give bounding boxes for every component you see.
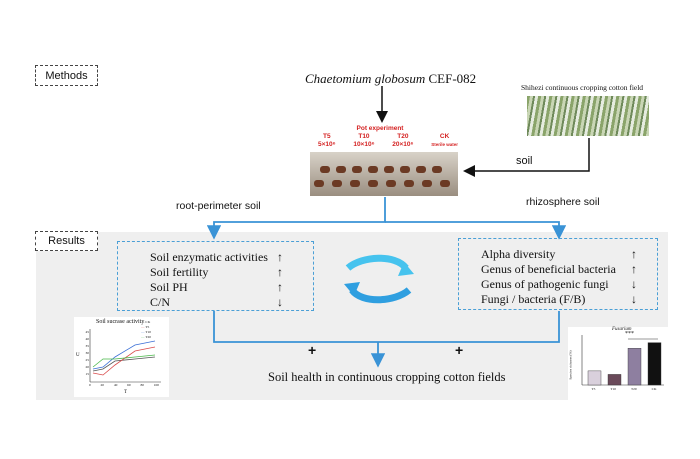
series-t10 <box>92 340 156 370</box>
right-row: Genus of pathogenic fungi↓ <box>481 277 637 291</box>
organism-title: Chaetomium globosum CEF-082 <box>305 71 476 87</box>
left-row: Soil PH↑ <box>150 280 283 294</box>
left-row: Soil fertility↑ <box>150 265 283 279</box>
organism-strain: CEF-082 <box>425 71 477 86</box>
bar-t20 <box>627 348 642 386</box>
cycle-arrow-bottom <box>349 287 412 304</box>
series-t20 <box>92 354 156 368</box>
right-row: Alpha diversity↑ <box>481 247 637 261</box>
cycle-arrow-top <box>345 254 409 271</box>
bar-chart-ylabel: Species richness (%) <box>568 350 573 380</box>
bar-t5 <box>587 370 602 386</box>
bar-t10 <box>607 374 622 386</box>
line-chart-ylabel: U <box>76 353 80 358</box>
line-chart-title: Soil sucrase activity <box>96 319 145 325</box>
rhizosphere-label: rhizosphere soil <box>526 196 600 208</box>
plus-left: + <box>308 342 317 358</box>
bar-chart-title: Fusarium <box>612 327 632 332</box>
left-row: C/N↓ <box>150 295 283 309</box>
results-label: Results <box>35 231 98 251</box>
cotton-field-photo <box>527 96 649 136</box>
line-chart-xlabel: T <box>124 390 128 395</box>
conclusion-text: Soil health in continuous cropping cotto… <box>268 370 506 384</box>
left-row: Soil enzymatic activities↑ <box>150 250 283 264</box>
line-chart-legend: — CK — T5 — T10 — T20 <box>141 320 151 339</box>
pot-experiment-title: Pot experiment <box>356 125 404 132</box>
soil-properties-box: Soil enzymatic activities↑ Soil fertilit… <box>117 241 314 311</box>
field-soil-arrow <box>463 138 590 177</box>
bar-chart-sig: *** <box>625 331 634 337</box>
right-row: Genus of beneficial bacteria↑ <box>481 262 637 276</box>
root-perimeter-label: root-perimeter soil <box>176 200 261 212</box>
right-row: Fungi / bacteria (F/B)↓ <box>481 292 637 306</box>
bar-ck <box>647 342 662 386</box>
series-t5 <box>92 346 156 376</box>
bar-plot <box>581 335 664 386</box>
methods-label: Methods <box>35 65 98 86</box>
field-title: Shihezi continuous cropping cotton field <box>521 83 644 92</box>
pot-experiment-photo <box>310 152 458 196</box>
series-ck <box>92 356 156 372</box>
microbial-box: Alpha diversity↑ Genus of beneficial bac… <box>458 238 658 310</box>
organism-species: Chaetomium globosum <box>305 71 426 86</box>
plus-right: + <box>455 342 464 358</box>
soil-label: soil <box>516 155 533 167</box>
